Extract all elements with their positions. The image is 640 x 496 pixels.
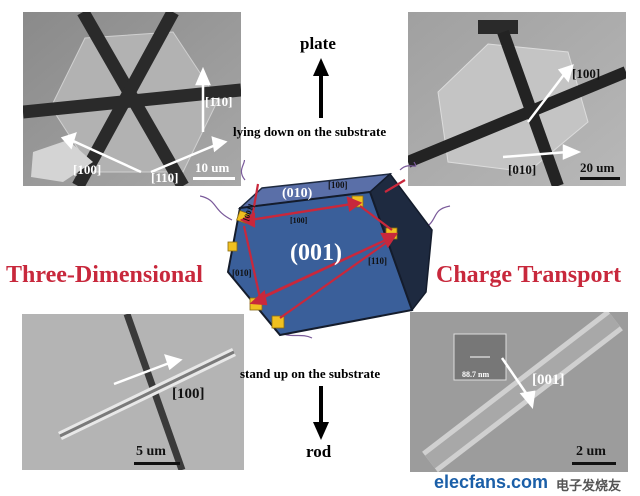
scale-bar [193,177,235,180]
watermark: elecfans.com 电子发烧友 [430,472,640,496]
dir-label-110bar: [1̄10] [205,94,233,109]
sem-image-rod-1 [22,314,244,470]
scale-label: 20 um [580,160,615,175]
sem-panel-top-left: [1̄10] [100] [110] 10 um [23,12,241,186]
rod-label: rod [306,442,332,461]
sem-image-plate-1 [23,12,241,186]
sem-image-rod-2 [410,312,628,472]
crystal-tag-010: [010] [232,268,252,278]
scale-label: 10 um [195,160,230,175]
scale-bar [134,462,180,465]
crystal-diagram [200,160,451,339]
dir-label-100: [100] [172,386,205,402]
charge-transport-heading: Charge Transport [436,262,622,288]
dir-label-100: [100] [572,66,601,81]
crystal-tag-100-top: [100] [328,180,348,190]
up-arrow-icon [313,58,329,118]
down-arrow-icon [313,386,329,440]
watermark-logo: elecfans.com [434,472,549,492]
scale-bar [580,177,620,180]
dir-label-001: [001] [532,372,565,388]
dir-label-010: [010] [508,162,537,177]
three-dimensional-heading: Three-Dimensional [6,262,203,288]
scale-label: 5 um [136,444,166,459]
inset-label: 88.7 nm [462,370,490,379]
face-001-label: (001) [290,240,342,266]
dir-label-110: [110] [151,170,179,185]
sem-panel-bottom-left: [100] 5 um [22,314,244,470]
dir-label-100: [100] [73,162,102,177]
plate-label: plate [300,34,336,53]
crystal-tag-110: [110] [368,256,387,266]
lying-down-caption: lying down on the substrate [233,124,387,139]
crystal-front-face [226,190,414,337]
scale-label: 2 um [576,444,606,459]
sem-image-plate-2 [408,12,626,186]
scale-bar [572,462,616,465]
sem-panel-bottom-right: 88.7 nm [001] 2 um [410,312,628,472]
sem-panel-top-right: [100] [010] 20 um [408,12,626,186]
stand-up-caption: stand up on the substrate [240,366,381,381]
crystal-tag-100-mid: [100] [290,216,308,225]
face-010-label: (010) [282,186,313,201]
watermark-cn: 电子发烧友 [556,478,622,493]
